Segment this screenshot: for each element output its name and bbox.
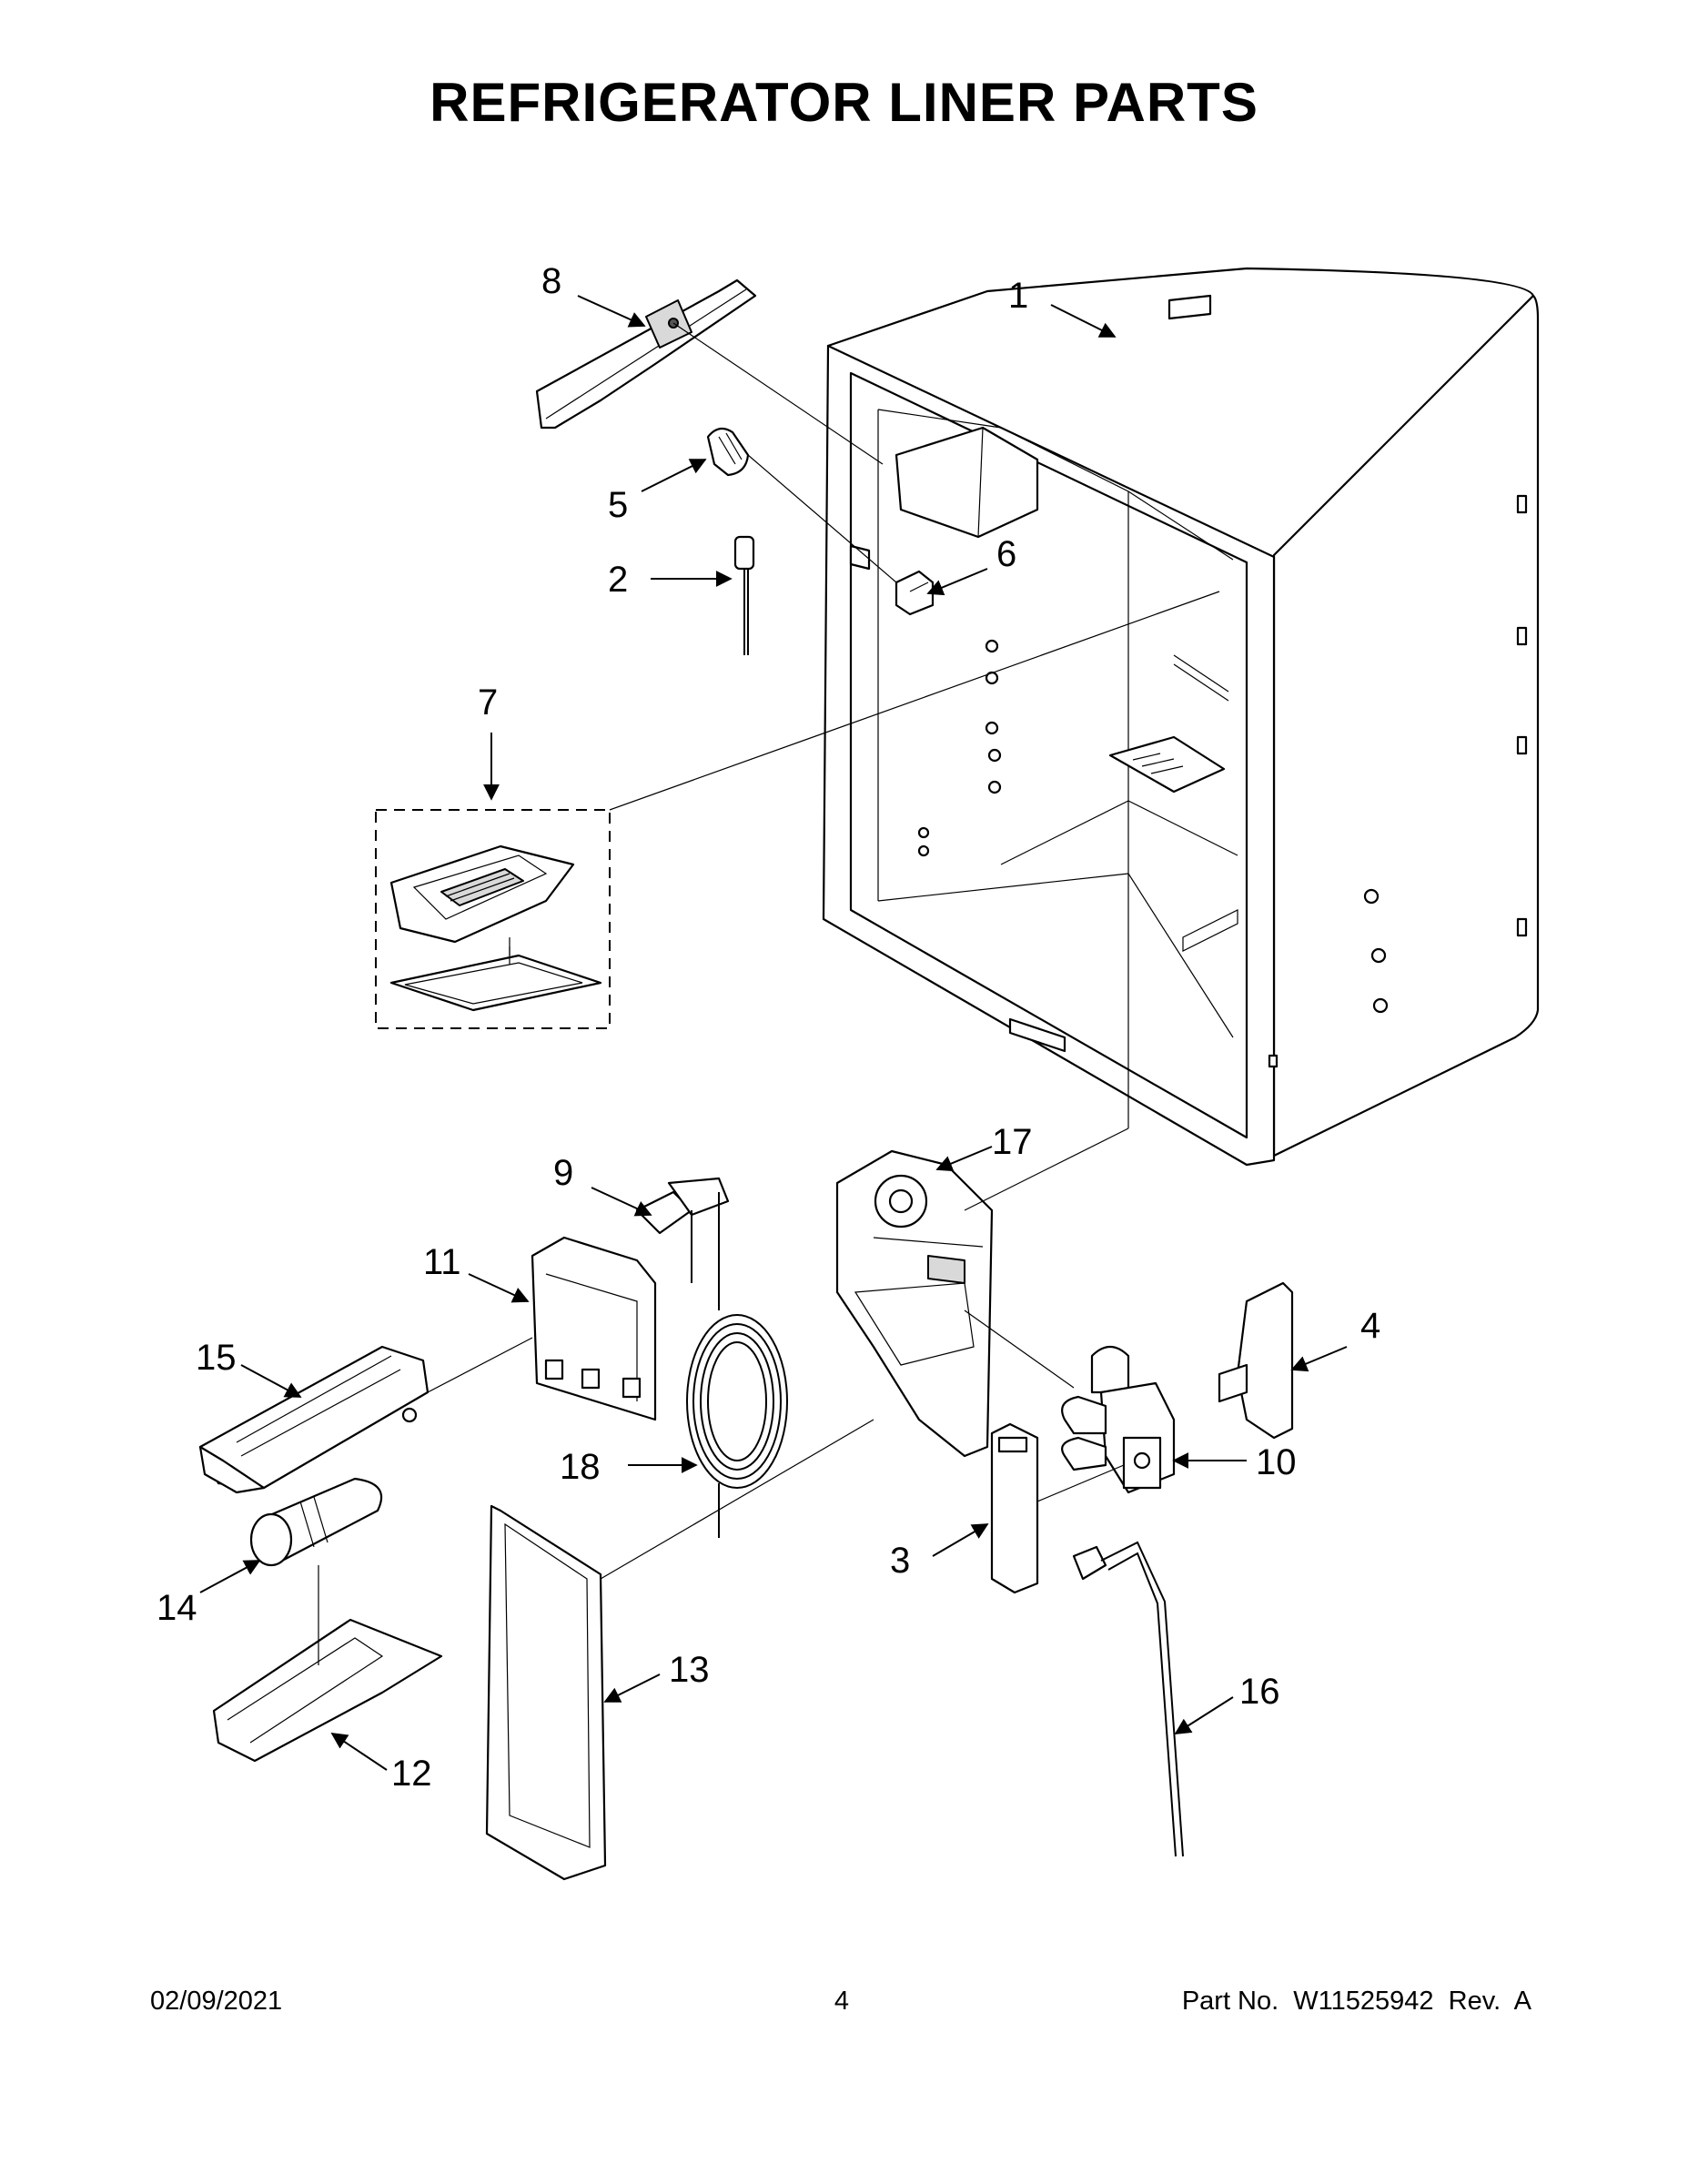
footer-part-number: Part No. W11525942 Rev. A — [1181, 1987, 1531, 2016]
callout-2: 2 — [608, 560, 628, 600]
part-2-sensor — [733, 535, 755, 655]
part-5-knob — [706, 427, 750, 477]
callout-labels: 1 2 3 4 5 6 7 8 9 10 11 12 13 14 15 16 1… — [157, 261, 1380, 1794]
part-7-control-assembly — [375, 809, 611, 1029]
part-1-liner — [822, 267, 1540, 1167]
part-17-mount-bracket — [835, 1149, 994, 1458]
part-12-tray — [212, 1618, 443, 1763]
part-6-socket — [895, 570, 935, 616]
part-14-filter — [249, 1477, 383, 1567]
part-9-connector — [635, 1177, 730, 1310]
part-13-panel — [485, 1504, 607, 1881]
callout-8: 8 — [541, 261, 561, 301]
page-title: REFRIGERATOR LINER PARTS — [430, 72, 1258, 133]
callout-16: 16 — [1239, 1672, 1280, 1712]
callout-5: 5 — [608, 485, 628, 525]
callout-4: 4 — [1360, 1306, 1380, 1346]
part-11-bracket — [531, 1236, 657, 1421]
callout-6: 6 — [996, 534, 1016, 574]
callout-9: 9 — [553, 1153, 573, 1193]
callout-13: 13 — [669, 1650, 710, 1690]
callout-10: 10 — [1256, 1442, 1297, 1482]
callout-1: 1 — [1008, 276, 1028, 316]
callout-17: 17 — [992, 1122, 1033, 1162]
footer-page-number: 4 — [834, 1987, 850, 2016]
callout-18: 18 — [560, 1447, 601, 1487]
part-15-filter-housing — [198, 1345, 430, 1494]
callout-14: 14 — [157, 1588, 197, 1628]
callout-3: 3 — [890, 1541, 910, 1581]
part-8-cover — [535, 278, 757, 430]
callout-15: 15 — [196, 1338, 237, 1378]
callout-7: 7 — [478, 682, 498, 723]
footer-date: 02/09/2021 — [150, 1987, 283, 2016]
callout-11: 11 — [423, 1242, 461, 1282]
part-18-wire-harness — [686, 1314, 788, 1538]
part-3-clip — [990, 1422, 1039, 1594]
part-16-water-tube — [1072, 1541, 1184, 1857]
callout-arrows — [199, 295, 1348, 1771]
callout-12: 12 — [391, 1754, 432, 1794]
part-10-water-valve — [1061, 1345, 1176, 1494]
part-4-valve-cover — [1218, 1281, 1294, 1440]
assembly-lines — [318, 322, 1220, 1665]
